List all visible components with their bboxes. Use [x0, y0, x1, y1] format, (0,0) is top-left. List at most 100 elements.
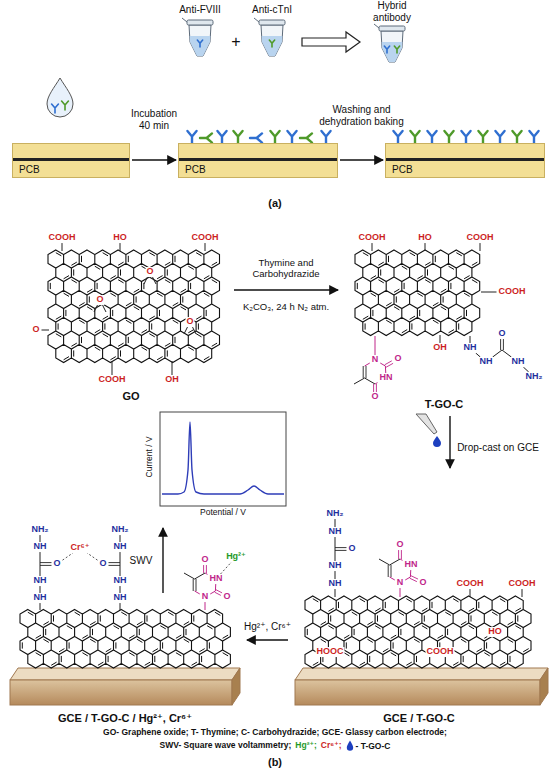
double-bond: [109, 563, 120, 566]
functional-group: HOOC: [316, 647, 345, 657]
tube-cap: [379, 26, 405, 31]
hexagon-rings: [355, 250, 480, 336]
tube-body: [381, 31, 403, 62]
double-bonds: [22, 612, 228, 665]
legend-item: - T-GO-C: [346, 740, 391, 751]
antibody-symbol: [200, 133, 212, 142]
electrode-top: [10, 668, 240, 680]
single-bond: [120, 603, 121, 610]
coordination-bond: [220, 562, 231, 574]
single-bond: [400, 559, 403, 560]
tube-cap: [259, 20, 285, 25]
functional-group: O: [31, 325, 40, 335]
tube-body: [189, 25, 211, 56]
double-bond: [363, 366, 366, 378]
single-bond: [120, 535, 121, 542]
tube-icon: [254, 18, 285, 56]
process-arrow: [132, 159, 176, 160]
reagent-tube: Anti-cTnI: [244, 4, 300, 62]
antibody-symbol: [410, 131, 419, 143]
single-bond: [184, 573, 195, 579]
atom-label: O: [393, 354, 402, 364]
tube-body: [261, 25, 283, 56]
antibody-symbol: [321, 131, 330, 143]
single-bond: [94, 305, 98, 312]
antibody-symbol: [187, 131, 196, 143]
tube-icon: [374, 24, 405, 62]
atom-label: NH: [479, 357, 494, 367]
node-label: Anti-cTnI: [244, 4, 300, 16]
process-arrow: [340, 159, 383, 160]
single-bond: [522, 589, 523, 597]
single-bond: [102, 305, 106, 312]
process-arrow: [162, 528, 163, 593]
hexagon-rings: [20, 610, 230, 669]
antibody-shape: [250, 133, 262, 142]
functional-group: COOH: [48, 233, 77, 243]
process-arrow: [247, 639, 288, 640]
antibody-symbol: [62, 101, 69, 110]
double-bond: [501, 339, 504, 350]
electrode-structure: GCE / T-GO-C / Hg²⁺, Cr⁶⁺: [5, 595, 245, 732]
atom-label: O: [98, 559, 107, 569]
atom-label: O: [497, 329, 506, 339]
plus-sign: +: [231, 33, 240, 51]
reagent-tube: Anti-FVIII: [172, 4, 228, 62]
electrode-side: [540, 668, 548, 705]
atom-label: NH: [511, 357, 526, 367]
double-bond: [335, 548, 346, 551]
double-bonds: [357, 253, 477, 333]
legend-symbol: [346, 740, 354, 751]
block-arrow: [302, 32, 360, 52]
antibody-symbol: [512, 131, 521, 143]
functional-group: COOH: [358, 233, 387, 243]
ion-label: Cr⁶⁺: [70, 543, 91, 553]
pipette-drop: [433, 436, 441, 447]
atom-label: O: [52, 559, 61, 569]
electrode-slab: [10, 668, 240, 705]
double-bond: [193, 579, 196, 591]
antibody-symbol: [217, 131, 226, 143]
single-bond: [205, 243, 206, 251]
edge-label: Drop-cast on GCE: [452, 442, 544, 454]
pcb-board: PCB: [385, 143, 545, 178]
single-bond: [372, 243, 373, 251]
electrode-front: [295, 680, 540, 705]
single-bond: [354, 378, 365, 384]
atom-label: NH: [113, 542, 128, 552]
edge-label: Thymine and Carbohydrazide: [242, 257, 330, 280]
single-bond: [390, 559, 400, 565]
single-bond: [42, 330, 49, 331]
single-bond: [365, 363, 370, 366]
antibody-symbol: [384, 46, 389, 53]
electrode-top: [295, 668, 548, 680]
antibody-symbol: [394, 46, 399, 53]
functional-group: COOH: [508, 579, 537, 589]
double-bond: [40, 563, 51, 566]
antibody-symbol: [393, 131, 402, 143]
functional-group: OH: [164, 375, 180, 385]
voltammogram-plot: Current / VPotential / V: [140, 408, 288, 526]
functional-group: COOH: [466, 233, 495, 243]
antibody-shape: [300, 133, 312, 142]
antibody-shape: [427, 131, 436, 143]
single-bond: [40, 586, 41, 593]
double-bond: [204, 565, 207, 573]
functional-group: O: [145, 267, 154, 277]
antibody-shape: [187, 131, 196, 143]
antibody-shape: [217, 131, 226, 143]
bond-lines: [40, 243, 529, 610]
single-bond: [502, 350, 511, 357]
antibody-shape: [233, 131, 242, 143]
functional-group: COOH: [456, 579, 485, 589]
functional-group: O: [95, 295, 104, 305]
atom-label: HN: [209, 574, 224, 584]
sample-drop: [47, 78, 73, 117]
abbreviation-note: SWV- Square wave voltammetry;: [160, 740, 292, 750]
antibody-symbol: [233, 131, 242, 143]
pipette-tip: [416, 414, 437, 434]
abbreviation-note: Cr⁶⁺;: [321, 740, 342, 750]
atom-label: NH: [328, 527, 343, 537]
functional-group: O: [185, 317, 194, 327]
